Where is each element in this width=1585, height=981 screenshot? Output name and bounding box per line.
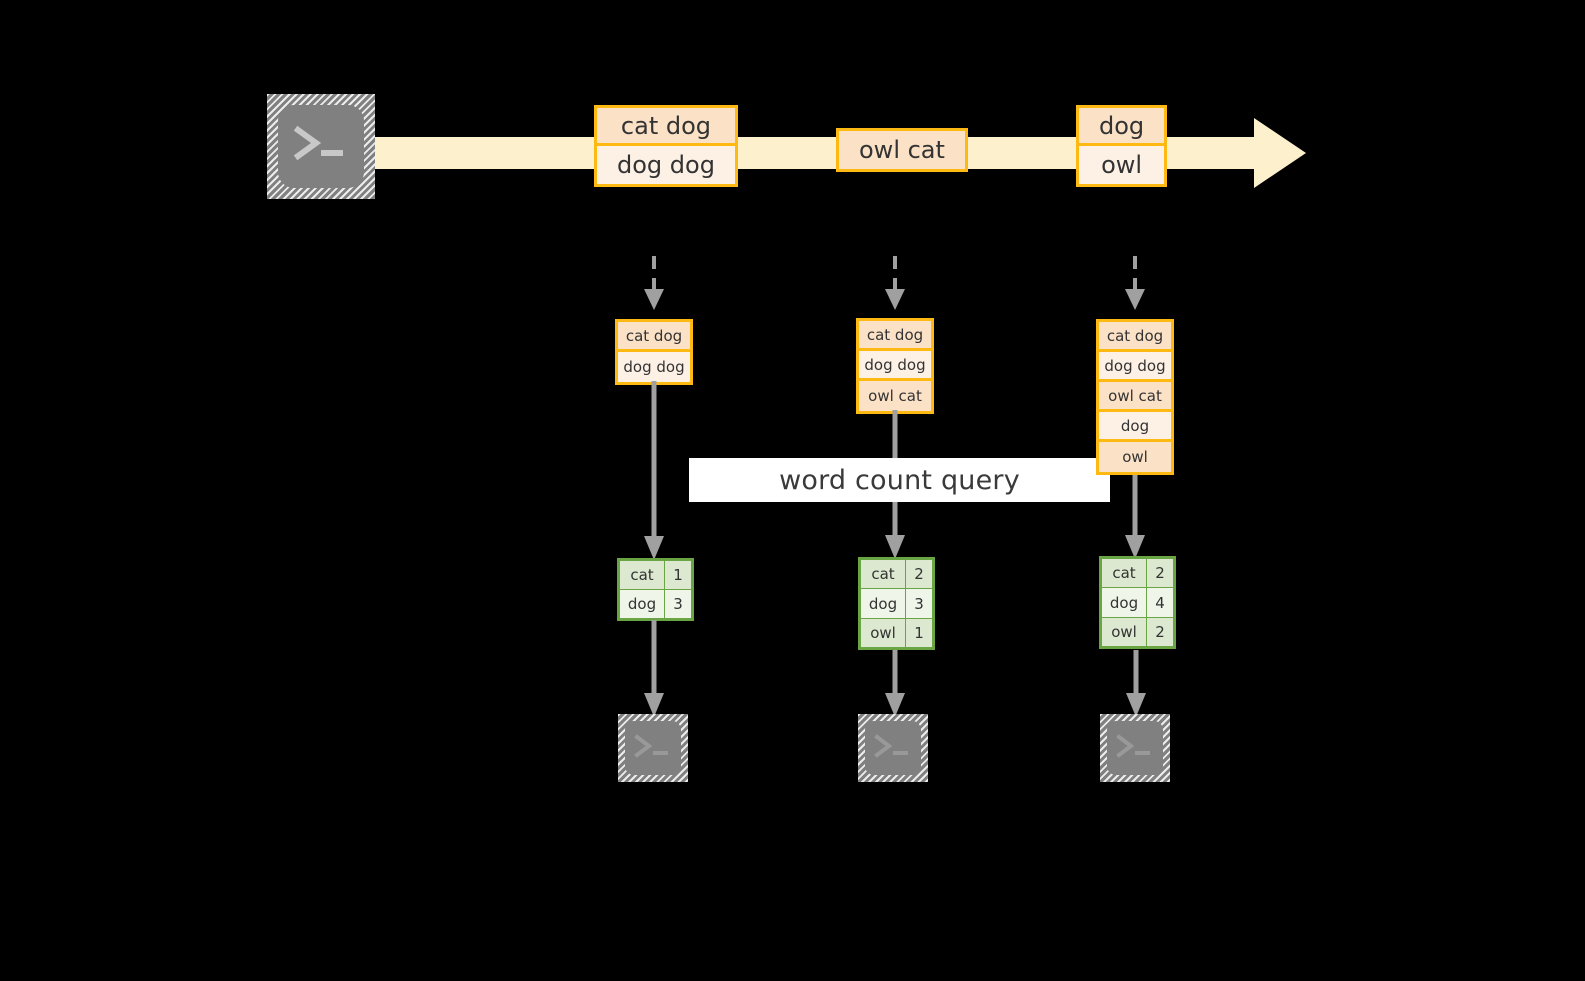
stream-message-1: cat dog dog dog (594, 105, 738, 187)
accumulated-messages-3-overlay: cat dog dog dog owl cat dog owl (1096, 319, 1174, 475)
message-line: dog dog (597, 146, 735, 184)
terminal-body (625, 721, 681, 775)
terminal-body (1107, 721, 1163, 775)
count-cell: 2 (905, 558, 934, 589)
query-arrow-3 (1125, 471, 1145, 560)
accumulated-line: dog dog (618, 352, 690, 382)
message-line: cat dog (597, 108, 735, 146)
accumulated-line: dog (1099, 412, 1171, 442)
stream-message-3: dog owl (1076, 105, 1168, 187)
terminal-prompt-glyph (1116, 734, 1150, 758)
word-cell: cat (1100, 557, 1147, 588)
tap-arrow-2 (884, 256, 906, 312)
table-row: cat 2 (859, 558, 934, 589)
accumulated-line: dog dog (1099, 352, 1171, 382)
accumulated-messages-2: cat dog dog dog owl cat (856, 318, 934, 414)
output-arrow-3 (1126, 650, 1146, 718)
accumulated-messages-1: cat dog dog dog (615, 319, 693, 385)
word-cell: owl (859, 618, 906, 649)
terminal-prompt-glyph (874, 734, 908, 758)
message-line: owl cat (839, 131, 965, 169)
word-count-result-2: cat 2 dog 3 owl 1 (858, 557, 935, 650)
query-banner: word count query (689, 458, 1110, 502)
accumulated-line: cat dog (618, 322, 690, 352)
query-banner-label: word count query (779, 464, 1020, 496)
query-arrow-1 (644, 381, 664, 561)
word-cell: dog (1100, 587, 1147, 618)
word-cell: dog (618, 589, 665, 620)
accumulated-line: owl (1099, 442, 1171, 472)
count-cell: 2 (1146, 557, 1175, 588)
stream-message-2: owl cat (836, 128, 968, 172)
count-cell: 2 (1146, 617, 1175, 648)
word-cell: owl (1100, 617, 1147, 648)
output-arrow-2 (885, 650, 905, 718)
sink-terminal-icon-2 (858, 714, 928, 782)
table-row: owl 1 (859, 618, 934, 649)
table-row: cat 1 (618, 559, 693, 590)
message-line: dog (1079, 108, 1165, 146)
word-count-result-3: cat 2 dog 4 owl 2 (1099, 556, 1176, 649)
accumulated-line: owl cat (1099, 382, 1171, 412)
tap-arrow-1 (643, 256, 665, 312)
word-cell: cat (618, 559, 665, 590)
sink-terminal-icon-1 (618, 714, 688, 782)
count-cell: 3 (905, 588, 934, 619)
table-row: dog 4 (1100, 587, 1175, 618)
word-cell: dog (859, 588, 906, 619)
word-count-result-1: cat 1 dog 3 (617, 558, 694, 621)
table-row: owl 2 (1100, 617, 1175, 648)
count-cell: 1 (664, 559, 693, 590)
sink-terminal-icon-3 (1100, 714, 1170, 782)
terminal-prompt-glyph (293, 125, 343, 160)
output-arrow-1 (644, 620, 664, 718)
table-row: dog 3 (859, 588, 934, 619)
source-terminal-icon (267, 94, 375, 199)
message-line: owl (1079, 146, 1165, 184)
terminal-body (278, 105, 364, 188)
table-row: cat 2 (1100, 557, 1175, 588)
terminal-body (865, 721, 921, 775)
accumulated-line: cat dog (1099, 322, 1171, 352)
accumulated-line: owl cat (859, 381, 931, 411)
tap-arrow-3 (1124, 256, 1146, 312)
table-row: dog 3 (618, 589, 693, 620)
terminal-prompt-glyph (634, 734, 668, 758)
count-cell: 4 (1146, 587, 1175, 618)
word-cell: cat (859, 558, 906, 589)
accumulated-line: cat dog (859, 321, 931, 351)
count-cell: 3 (664, 589, 693, 620)
accumulated-line: dog dog (859, 351, 931, 381)
count-cell: 1 (905, 618, 934, 649)
